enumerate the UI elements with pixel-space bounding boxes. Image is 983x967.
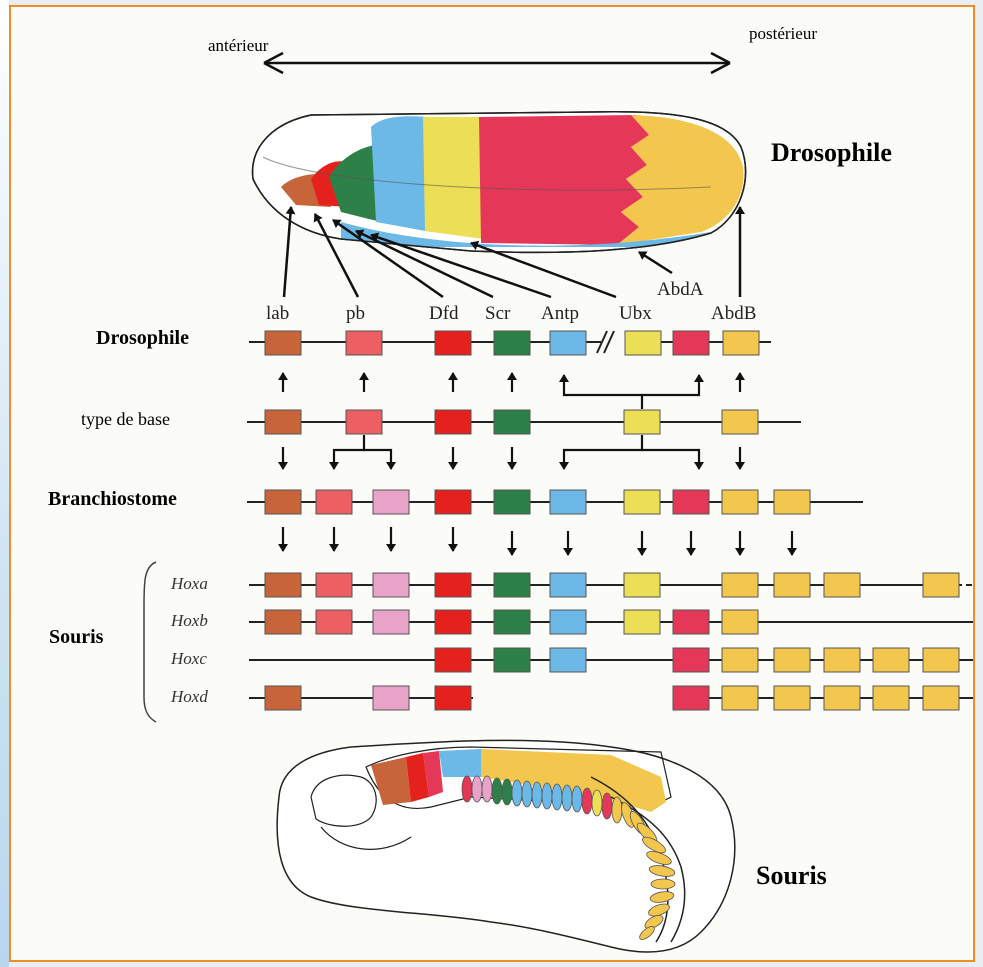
cluster-label-hoxb: Hoxb (170, 611, 208, 630)
hox-diagram: antérieur postérieur Drosophile lab pb (11, 7, 975, 962)
background-edge (0, 0, 9, 967)
cluster-labels: Hoxa Hoxb Hoxc Hoxd (170, 574, 208, 706)
row-label-drosophila: Drosophile (96, 327, 189, 349)
gene-label-abda: AbdA (657, 279, 704, 300)
gene-labels: lab pb Dfd Scr Antp Ubx AbdA AbdB (266, 279, 756, 324)
arrows-down-2 (283, 527, 792, 555)
axis-arrow (264, 53, 730, 73)
gene-label-scr: Scr (485, 303, 511, 324)
gene-label-lab: lab (266, 303, 289, 324)
gene-box-pb (346, 331, 382, 355)
mouse-bracket (144, 562, 156, 722)
mouse-title: Souris (756, 861, 827, 890)
gene-label-ubx: Ubx (619, 303, 652, 324)
row-label-amphioxus: Branchiostome (48, 488, 177, 510)
gene-box-abdb (723, 331, 759, 355)
gene-label-antp: Antp (541, 303, 579, 324)
row-hoxd (249, 686, 975, 710)
row-ancestral (247, 410, 801, 434)
row-amphioxus (247, 490, 863, 514)
anterior-label: antérieur (208, 36, 269, 55)
arrow-abda (639, 252, 672, 273)
row-hoxc (249, 648, 975, 672)
arrows-down-1 (283, 435, 740, 469)
gene-box-abda (673, 331, 709, 355)
cluster-label-hoxa: Hoxa (170, 574, 208, 593)
gene-box-lab (265, 331, 301, 355)
row-drosophila (249, 331, 771, 355)
arrow-lab (284, 207, 291, 297)
gene-label-pb: pb (346, 303, 365, 324)
row-hoxb (249, 610, 975, 634)
drosophila-embryo (253, 112, 746, 253)
arrows-up (283, 373, 740, 409)
gene-box-dfd (435, 331, 471, 355)
gene-label-abdb: AbdB (711, 303, 756, 324)
gene-box-ubx (625, 331, 661, 355)
row-label-ancestral: type de base (81, 409, 170, 429)
drosophila-title: Drosophile (771, 138, 892, 167)
mouse-embryo (277, 740, 735, 952)
figure-frame: antérieur postérieur Drosophile lab pb (9, 5, 975, 962)
posterior-label: postérieur (749, 24, 817, 43)
row-label-mouse: Souris (49, 626, 104, 648)
gene-box-antp (550, 331, 586, 355)
cluster-label-hoxc: Hoxc (170, 649, 207, 668)
gene-box-scr (494, 331, 530, 355)
row-hoxa (249, 573, 975, 597)
cluster-label-hoxd: Hoxd (170, 687, 208, 706)
gene-label-dfd: Dfd (429, 303, 459, 324)
